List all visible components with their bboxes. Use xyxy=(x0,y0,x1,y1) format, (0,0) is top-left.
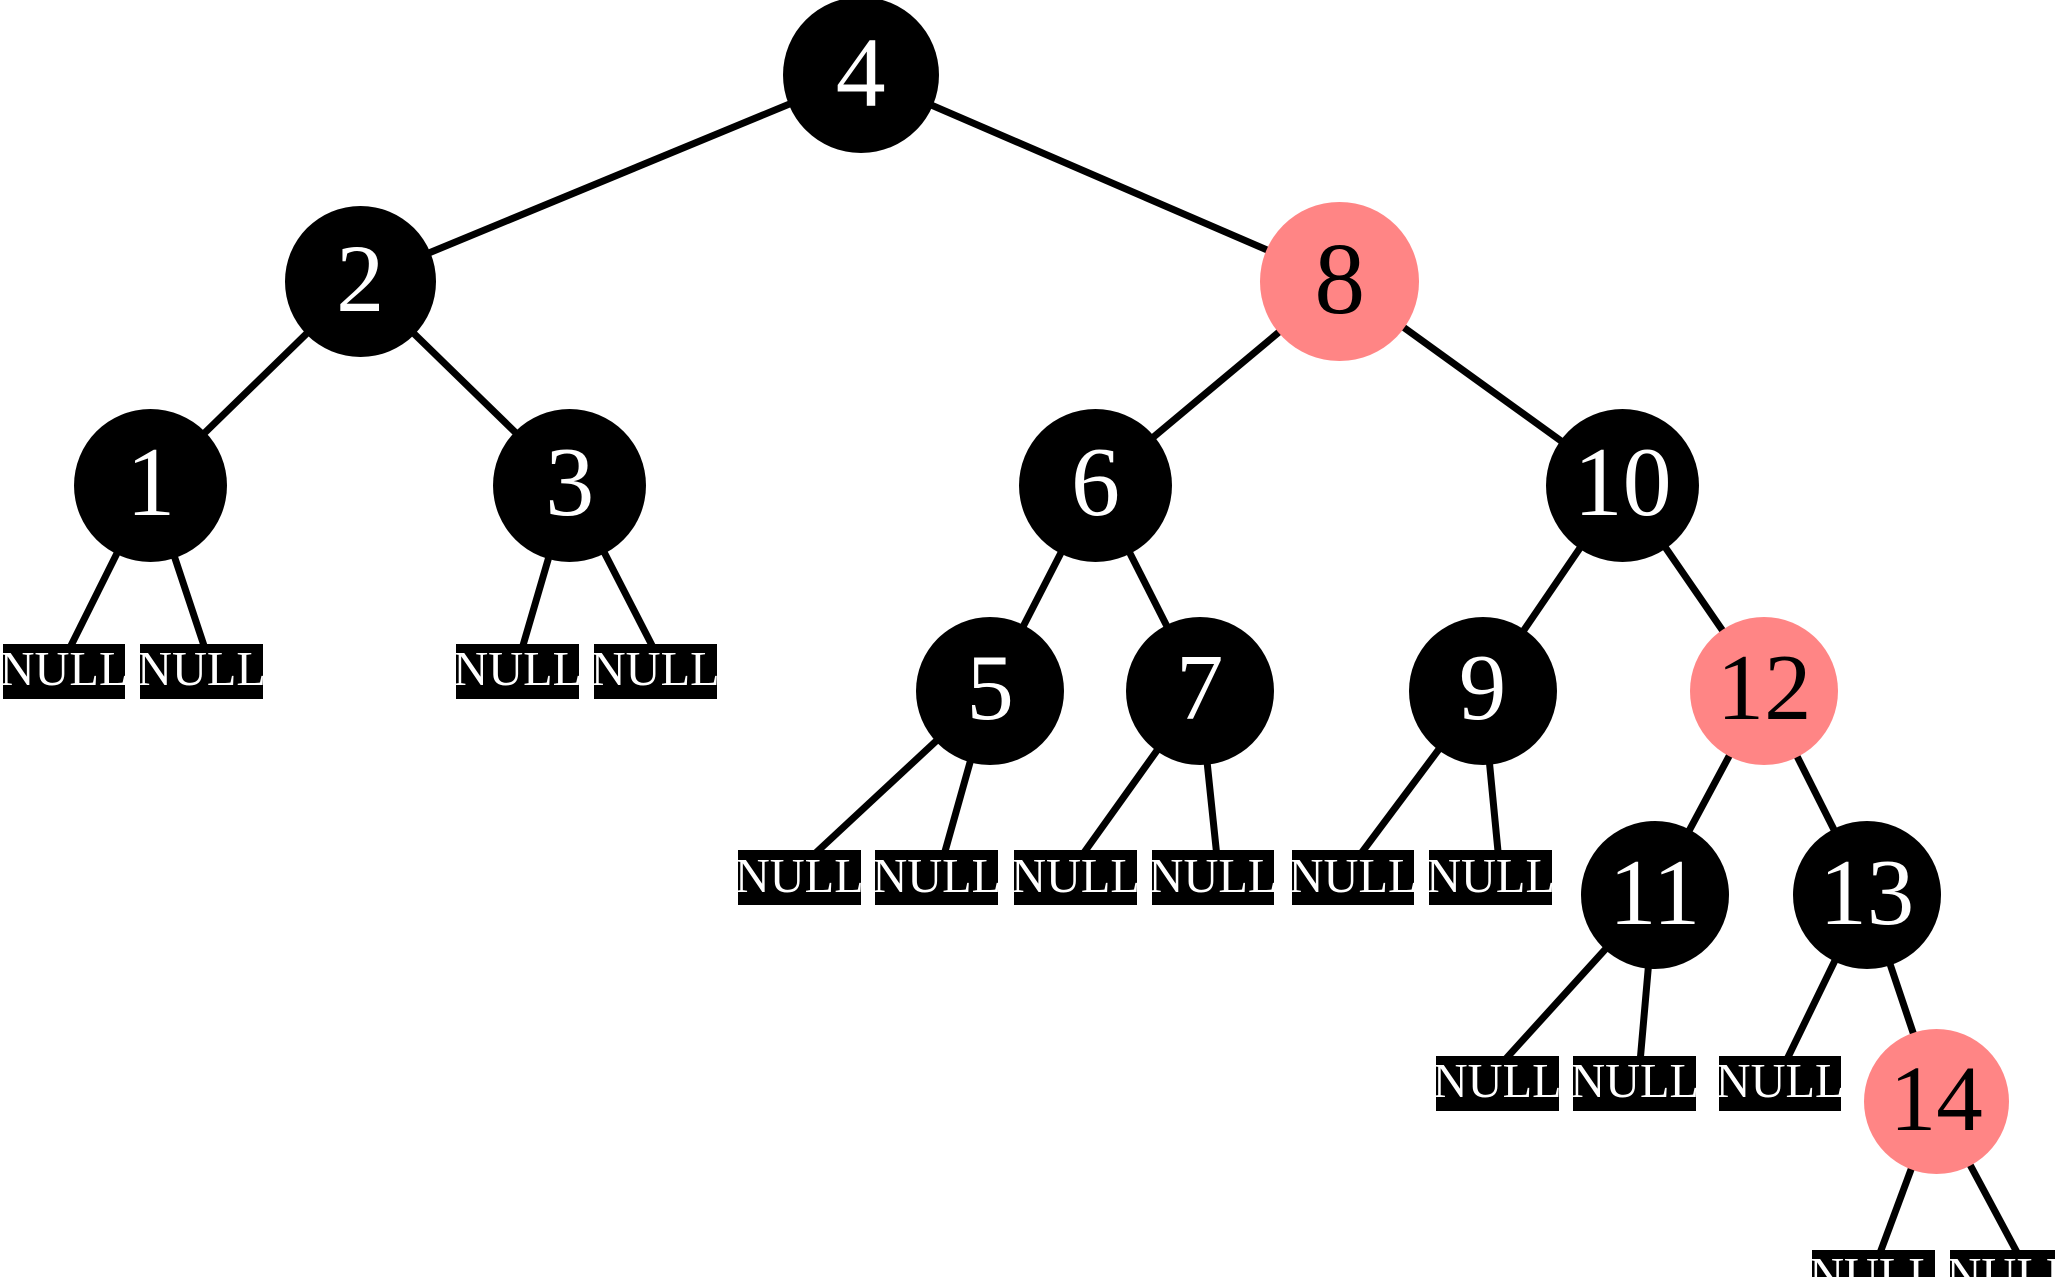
tree-null-leaf-label: NULL xyxy=(872,849,1002,903)
tree-null-leaf-label: NULL xyxy=(1809,1248,1938,1277)
tree-node-label: 13 xyxy=(1819,840,1915,945)
tree-node-13[interactable]: 13 xyxy=(1792,820,1941,969)
tree-null-leaf: NULL xyxy=(137,643,266,699)
tree-node-label: 14 xyxy=(1889,1048,1983,1152)
tree-node-14[interactable]: 14 xyxy=(1863,1028,2009,1175)
tree-node-label: 5 xyxy=(966,636,1014,741)
tree-null-leaf-label: NULL xyxy=(590,643,720,696)
tree-node-12[interactable]: 12 xyxy=(1690,616,1839,765)
tree-null-leaf: NULL xyxy=(1715,1055,1845,1111)
tree-node-1[interactable]: 1 xyxy=(74,408,228,563)
tree-node-label: 8 xyxy=(1314,222,1366,335)
tree-null-leaf-label: NULL xyxy=(1426,849,1555,903)
tree-null-leaf-label: NULL xyxy=(1148,849,1278,903)
tree-node-8[interactable]: 8 xyxy=(1260,202,1420,361)
tree-null-leaf: NULL xyxy=(1432,1055,1562,1111)
tree-node-label: 10 xyxy=(1573,429,1672,538)
tree-node-4[interactable]: 4 xyxy=(782,0,939,153)
tree-node-label: 9 xyxy=(1458,636,1507,741)
tree-node-label: 1 xyxy=(126,429,176,538)
tree-null-leaf-label: NULL xyxy=(137,643,266,696)
tree-node-label: 7 xyxy=(1175,636,1224,741)
tree-null-leaf-label: NULL xyxy=(1715,1055,1845,1109)
tree-node-label: 6 xyxy=(1071,429,1121,538)
tree-null-leaf: NULL xyxy=(1288,849,1418,906)
tree-node-3[interactable]: 3 xyxy=(493,408,647,563)
tree-node-7[interactable]: 7 xyxy=(1125,616,1274,765)
tree-null-leaf-label: NULL xyxy=(453,643,583,696)
tree-null-leaf: NULL xyxy=(590,643,720,699)
tree-node-11[interactable]: 11 xyxy=(1580,820,1729,969)
tree-node-2[interactable]: 2 xyxy=(284,205,436,357)
tree-node-10[interactable]: 10 xyxy=(1546,408,1700,563)
tree-node-label: 2 xyxy=(336,225,385,333)
tree-null-leaf: NULL xyxy=(1148,849,1278,906)
tree-edge xyxy=(358,71,863,285)
tree-edge xyxy=(859,71,1342,285)
tree-node-6[interactable]: 6 xyxy=(1018,408,1173,563)
tree-node-label: 12 xyxy=(1716,636,1812,741)
tree-null-leaf-label: NULL xyxy=(0,643,129,696)
tree-null-leaf-label: NULL xyxy=(1432,1055,1562,1109)
tree-null-leaf: NULL xyxy=(1809,1248,1938,1277)
tree-null-leaf-label: NULL xyxy=(1288,849,1418,903)
tree-null-leaf-label: NULL xyxy=(734,849,864,903)
tree-node-5[interactable]: 5 xyxy=(916,616,1065,765)
tree-null-leaf: NULL xyxy=(453,643,583,699)
tree-null-leaf-label: NULL xyxy=(1946,1248,2055,1277)
tree-null-leaf-label: NULL xyxy=(1570,1055,1700,1109)
tree-null-leaf: NULL xyxy=(1570,1055,1700,1111)
tree-node-label: 3 xyxy=(545,429,595,538)
tree-null-leaf: NULL xyxy=(872,849,1002,906)
tree-node-label: 4 xyxy=(835,16,886,128)
tree-null-leaf: NULL xyxy=(1426,849,1555,906)
tree-null-leaf: NULL xyxy=(0,643,129,699)
tree-null-leaf: NULL xyxy=(1011,849,1140,906)
tree-node-label: 11 xyxy=(1609,840,1701,945)
tree-null-leaf: NULL xyxy=(734,849,864,906)
tree-null-leaf: NULL xyxy=(1946,1248,2055,1277)
tree-node-9[interactable]: 9 xyxy=(1408,616,1557,765)
tree-null-leaf-label: NULL xyxy=(1011,849,1140,903)
